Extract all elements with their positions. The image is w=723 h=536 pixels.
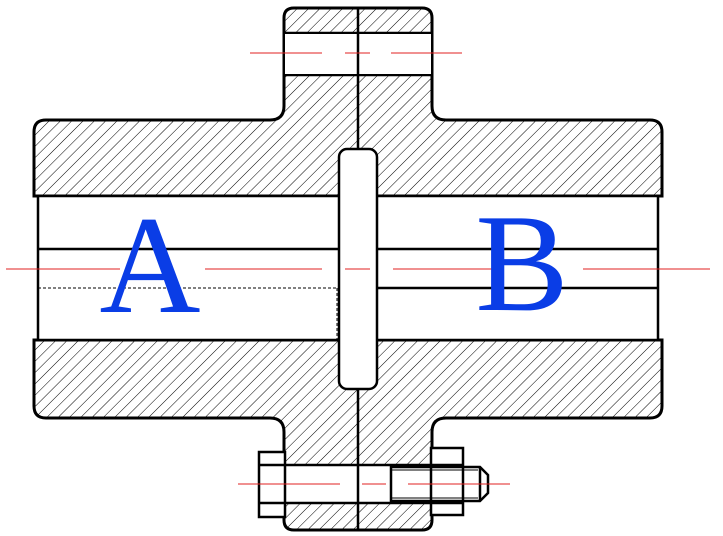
- part-label-a: A: [99, 188, 200, 343]
- bolt-nut: [429, 446, 465, 517]
- part-label-b: B: [475, 186, 568, 341]
- upper-half-section: [32, 6, 664, 198]
- lower-half-section: [32, 338, 664, 532]
- centerlines: [6, 52, 710, 485]
